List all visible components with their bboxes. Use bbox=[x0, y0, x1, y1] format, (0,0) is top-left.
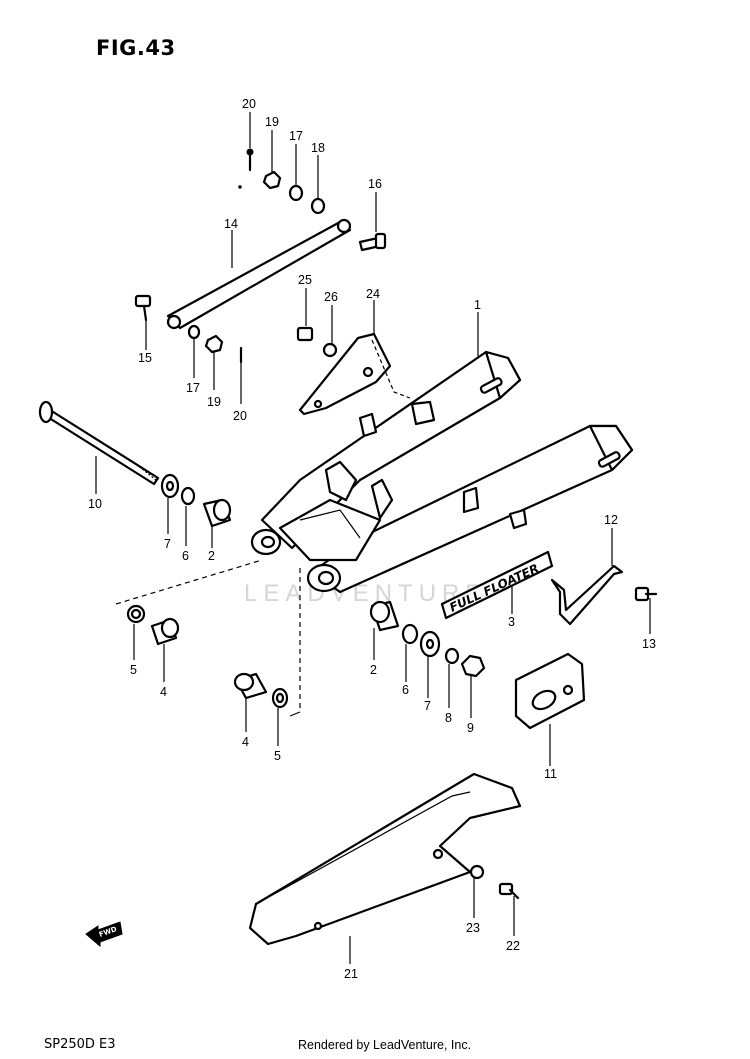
bolt-13 bbox=[634, 586, 658, 602]
callout-26: 26 bbox=[324, 290, 338, 304]
callout-6-left: 6 bbox=[182, 549, 189, 563]
bearing-4-center bbox=[233, 672, 268, 700]
decal-text: FULL FLOATER bbox=[447, 561, 541, 615]
bolt-15 bbox=[134, 294, 152, 322]
chain-case-part-21 bbox=[248, 772, 522, 946]
torque-link-part-14 bbox=[166, 218, 352, 330]
callout-25: 25 bbox=[298, 273, 312, 287]
render-credit: Rendered by LeadVenture, Inc. bbox=[298, 1038, 472, 1052]
callout-6-right: 6 bbox=[402, 683, 409, 697]
callout-17-top: 17 bbox=[289, 129, 303, 143]
figure-title: FIG.43 bbox=[96, 36, 176, 60]
forward-arrow-icon: FWD bbox=[85, 921, 123, 948]
callout-2-left: 2 bbox=[208, 549, 215, 563]
washer-18 bbox=[310, 197, 326, 215]
watermark: LEADVENTURE bbox=[244, 580, 488, 607]
callout-19-top: 19 bbox=[265, 115, 279, 129]
washer-17-bottom bbox=[187, 324, 201, 340]
callout-10: 10 bbox=[88, 497, 102, 511]
bolt-16 bbox=[358, 232, 387, 252]
callout-23: 23 bbox=[466, 921, 480, 935]
callout-9: 9 bbox=[467, 721, 474, 735]
callout-2-right: 2 bbox=[370, 663, 377, 677]
nut-9 bbox=[460, 654, 486, 678]
callout-4-center: 4 bbox=[242, 735, 249, 749]
callout-8: 8 bbox=[445, 711, 452, 725]
chain-slider-part-11 bbox=[514, 652, 586, 730]
cotter-pin-20-top bbox=[238, 148, 254, 189]
callout-1: 1 bbox=[474, 298, 481, 312]
callout-16: 16 bbox=[368, 177, 382, 191]
bracket-part-24 bbox=[298, 332, 411, 416]
bushing-2-right bbox=[369, 600, 400, 632]
callout-12: 12 bbox=[604, 513, 618, 527]
nut-19-bottom bbox=[204, 334, 224, 354]
washer-26 bbox=[322, 342, 338, 358]
washer-17-top bbox=[288, 184, 304, 202]
washer-8 bbox=[444, 647, 460, 665]
nut-19-top bbox=[262, 170, 282, 190]
washer-23 bbox=[469, 864, 485, 880]
callout-5-left: 5 bbox=[130, 663, 137, 677]
callout-20-bottom: 20 bbox=[233, 409, 247, 423]
washer-7-left bbox=[160, 473, 180, 499]
callout-13: 13 bbox=[642, 637, 656, 651]
callout-18: 18 bbox=[311, 141, 325, 155]
callout-3: 3 bbox=[508, 615, 515, 629]
callout-5-center: 5 bbox=[274, 749, 281, 763]
washer-5-left bbox=[126, 604, 146, 624]
pivot-shaft-part-10 bbox=[38, 400, 160, 486]
callouts: 20 19 17 18 16 14 25 26 24 1 15 17 19 20… bbox=[88, 97, 656, 981]
callout-17-bottom: 17 bbox=[186, 381, 200, 395]
washer-6-left bbox=[180, 486, 196, 506]
bolt-22 bbox=[498, 882, 520, 900]
washer-5-center bbox=[271, 687, 289, 709]
callout-7-left: 7 bbox=[164, 537, 171, 551]
bracket-part-12 bbox=[550, 564, 624, 626]
callout-24: 24 bbox=[366, 287, 380, 301]
callout-22: 22 bbox=[506, 939, 520, 953]
decal-part-3: FULL FLOATER bbox=[440, 550, 554, 620]
swingarm-part-1 bbox=[250, 350, 634, 594]
washer-7-right bbox=[419, 630, 441, 658]
callout-11: 11 bbox=[544, 767, 557, 781]
bushing-2-left bbox=[202, 498, 232, 528]
callout-4-left: 4 bbox=[160, 685, 167, 699]
callout-20-top: 20 bbox=[242, 97, 256, 111]
callout-15: 15 bbox=[138, 351, 152, 365]
leader-lines bbox=[95, 112, 651, 964]
callout-7-right: 7 bbox=[424, 699, 431, 713]
callout-14: 14 bbox=[224, 217, 238, 231]
bearing-4-left bbox=[150, 617, 180, 646]
callout-19-bottom: 19 bbox=[207, 395, 221, 409]
washer-6-right bbox=[401, 623, 419, 645]
model-code: SP250D E3 bbox=[44, 1037, 116, 1052]
callout-21: 21 bbox=[344, 967, 358, 981]
bolt-25 bbox=[296, 326, 314, 342]
